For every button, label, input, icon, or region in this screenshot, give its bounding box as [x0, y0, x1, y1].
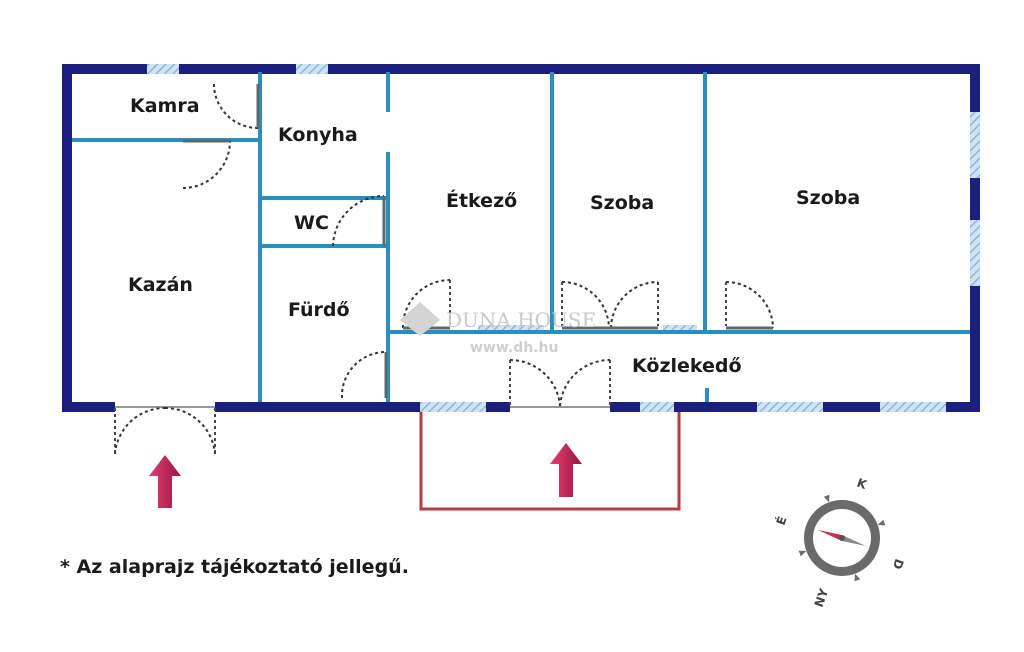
room-label-etkezo: Étkező [446, 189, 517, 212]
outer-walls [62, 64, 980, 412]
door-furdo [340, 350, 387, 399]
door-swings [114, 83, 774, 455]
compass-needle-north [818, 530, 842, 541]
watermark: DUNA HOUSE www.dh.hu [400, 302, 596, 356]
watermark-brand: DUNA HOUSE [446, 308, 596, 332]
room-label-konyha: Konyha [278, 124, 358, 146]
room-label-szoba-1: Szoba [590, 192, 654, 214]
room-label-kamra: Kamra [130, 95, 200, 117]
door-szoba1-left [561, 281, 610, 329]
door-terrace-left [509, 358, 561, 407]
door-entry-left [114, 406, 166, 455]
room-label-kazan: Kazán [128, 274, 193, 296]
door-szoba1-right [610, 281, 659, 329]
compass-label-north: É [773, 514, 790, 527]
terrace-outline [419, 410, 681, 511]
window [970, 112, 980, 178]
window [757, 402, 823, 412]
door-wc [332, 195, 385, 247]
room-label-szoba-2: Szoba [796, 187, 860, 209]
door-entry-right [164, 406, 216, 455]
entrance-arrow-icon [149, 455, 181, 508]
disclaimer-note: * Az alaprajz tájékoztató jellegű. [60, 556, 409, 578]
room-label-kozlekedo: Közlekedő [632, 355, 742, 377]
terrace-entrance-arrow-icon [550, 443, 582, 497]
windows [147, 64, 980, 412]
room-label-furdo: Fürdő [288, 299, 350, 321]
window [420, 402, 486, 412]
room-label-wc: WC [294, 212, 329, 234]
window [640, 402, 674, 412]
door-szoba2 [725, 281, 774, 329]
compass-label-east: K [855, 476, 869, 493]
door-kazan [182, 140, 231, 189]
compass-icon: É K D NY [773, 476, 907, 609]
compass-needle-south [842, 535, 866, 546]
duna-house-logo-icon [400, 302, 440, 336]
door-kamra [213, 83, 259, 129]
window [147, 64, 179, 74]
window [478, 325, 544, 333]
window [970, 220, 980, 286]
window [663, 325, 697, 333]
watermark-url: www.dh.hu [470, 340, 558, 356]
compass-label-west: NY [812, 586, 832, 609]
window [880, 402, 946, 412]
compass-label-south: D [890, 557, 907, 571]
door-terrace-right [559, 358, 611, 407]
window [296, 64, 328, 74]
